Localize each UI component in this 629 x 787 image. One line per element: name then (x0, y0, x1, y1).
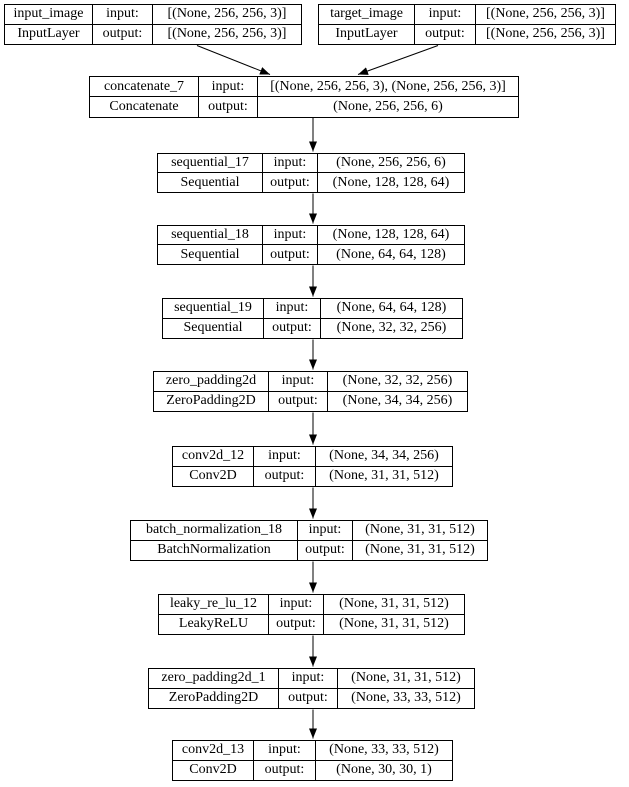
layer-type: InputLayer (5, 24, 93, 44)
output-shape: (None, 31, 31, 512) (329, 468, 439, 484)
output-label: output: (269, 391, 328, 411)
output-label: output: (279, 688, 338, 708)
layer-name: target_image (319, 5, 415, 25)
input-label: input: (93, 5, 153, 25)
layer-name: input_image (5, 5, 93, 25)
input-label: input: (298, 521, 353, 541)
node-sequential-18: sequential_18 input: (None, 128, 128, 64… (157, 225, 465, 265)
output-label: output: (199, 97, 258, 117)
node-input-image: input_image input: [(None, 256, 256, 3)]… (4, 4, 302, 45)
input-shape: (None, 256, 256, 6) (318, 154, 464, 173)
node-sequential-19: sequential_19 input: (None, 64, 64, 128)… (162, 298, 463, 339)
output-shape: [(None, 256, 256, 3)] (167, 26, 287, 42)
output-label: output: (254, 466, 316, 486)
layer-type: InputLayer (319, 24, 415, 44)
layer-type: Conv2D (173, 760, 254, 780)
input-label: input: (264, 299, 321, 319)
input-shape: (None, 128, 128, 64) (318, 226, 464, 245)
node-sequential-17: sequential_17 input: (None, 256, 256, 6)… (157, 153, 465, 193)
input-shape: (None, 31, 31, 512) (338, 669, 474, 689)
layer-name: conv2d_12 (173, 447, 254, 467)
input-shape: [(None, 256, 256, 3)] (153, 5, 301, 25)
input-label: input: (199, 77, 258, 97)
node-batch-normalization-18: batch_normalization_18 input: (None, 31,… (130, 520, 488, 561)
layer-name: sequential_17 (158, 154, 263, 173)
layer-type: Concatenate (90, 97, 199, 117)
layer-name: batch_normalization_18 (131, 521, 298, 541)
node-target-image: target_image input: [(None, 256, 256, 3)… (318, 4, 616, 45)
layer-name: leaky_re_lu_12 (159, 595, 269, 615)
edge-arrow-target-image-to-concatenate (357, 45, 439, 75)
output-label: output: (263, 245, 318, 264)
layer-type: Sequential (158, 245, 263, 264)
input-label: input: (254, 447, 316, 467)
input-label: input: (254, 741, 316, 761)
input-label: input: (269, 372, 328, 392)
output-label: output: (263, 173, 318, 192)
node-leaky-re-lu-12: leaky_re_lu_12 input: (None, 31, 31, 512… (158, 594, 465, 635)
output-shape: (None, 128, 128, 64) (332, 174, 450, 190)
output-label: output: (93, 24, 153, 44)
node-conv2d-13: conv2d_13 input: (None, 33, 33, 512) Con… (172, 740, 453, 781)
layer-type: Conv2D (173, 466, 254, 486)
output-shape: (None, 64, 64, 128) (336, 246, 446, 262)
output-label: output: (264, 318, 321, 338)
input-shape: (None, 32, 32, 256) (328, 372, 467, 392)
input-label: input: (269, 595, 324, 615)
output-label: output: (269, 614, 324, 634)
layer-name: sequential_18 (158, 226, 263, 245)
output-label: output: (298, 540, 353, 560)
layer-name: sequential_19 (163, 299, 264, 319)
output-label: output: (415, 24, 476, 44)
layer-type: LeakyReLU (159, 614, 269, 634)
input-shape: (None, 31, 31, 512) (324, 595, 464, 615)
input-shape: [(None, 256, 256, 3), (None, 256, 256, 3… (258, 77, 518, 97)
output-shape: (None, 30, 30, 1) (336, 762, 432, 778)
layer-type: Sequential (163, 318, 264, 338)
layer-name: concatenate_7 (90, 77, 199, 97)
node-zero-padding2d-1: zero_padding2d_1 input: (None, 31, 31, 5… (148, 668, 475, 709)
input-label: input: (263, 226, 318, 245)
output-shape: (None, 31, 31, 512) (365, 542, 475, 558)
input-label: input: (263, 154, 318, 173)
input-shape: [(None, 256, 256, 3)] (476, 5, 615, 25)
input-label: input: (415, 5, 476, 25)
node-conv2d-12: conv2d_12 input: (None, 34, 34, 256) Con… (172, 446, 453, 487)
layer-name: zero_padding2d_1 (149, 669, 279, 689)
layer-type: Sequential (158, 173, 263, 192)
layer-type: ZeroPadding2D (154, 391, 269, 411)
input-shape: (None, 34, 34, 256) (316, 447, 452, 467)
node-concatenate-7: concatenate_7 input: [(None, 256, 256, 3… (89, 76, 519, 118)
output-shape: (None, 32, 32, 256) (336, 320, 447, 336)
output-shape: [(None, 256, 256, 3)] (486, 26, 605, 42)
layer-name: zero_padding2d (154, 372, 269, 392)
edge-arrow-input-image-to-concatenate (196, 45, 271, 75)
input-label: input: (279, 669, 338, 689)
layer-name: conv2d_13 (173, 741, 254, 761)
input-shape: (None, 33, 33, 512) (316, 741, 452, 761)
output-label: output: (254, 760, 316, 780)
output-shape: (None, 256, 256, 6) (333, 99, 443, 114)
output-shape: (None, 33, 33, 512) (351, 690, 461, 706)
input-shape: (None, 64, 64, 128) (321, 299, 462, 319)
input-shape: (None, 31, 31, 512) (353, 521, 487, 541)
output-shape: (None, 31, 31, 512) (339, 616, 449, 632)
layer-type: ZeroPadding2D (149, 688, 279, 708)
layer-type: BatchNormalization (131, 540, 298, 560)
node-zero-padding2d: zero_padding2d input: (None, 32, 32, 256… (153, 371, 468, 412)
output-shape: (None, 34, 34, 256) (342, 393, 453, 409)
